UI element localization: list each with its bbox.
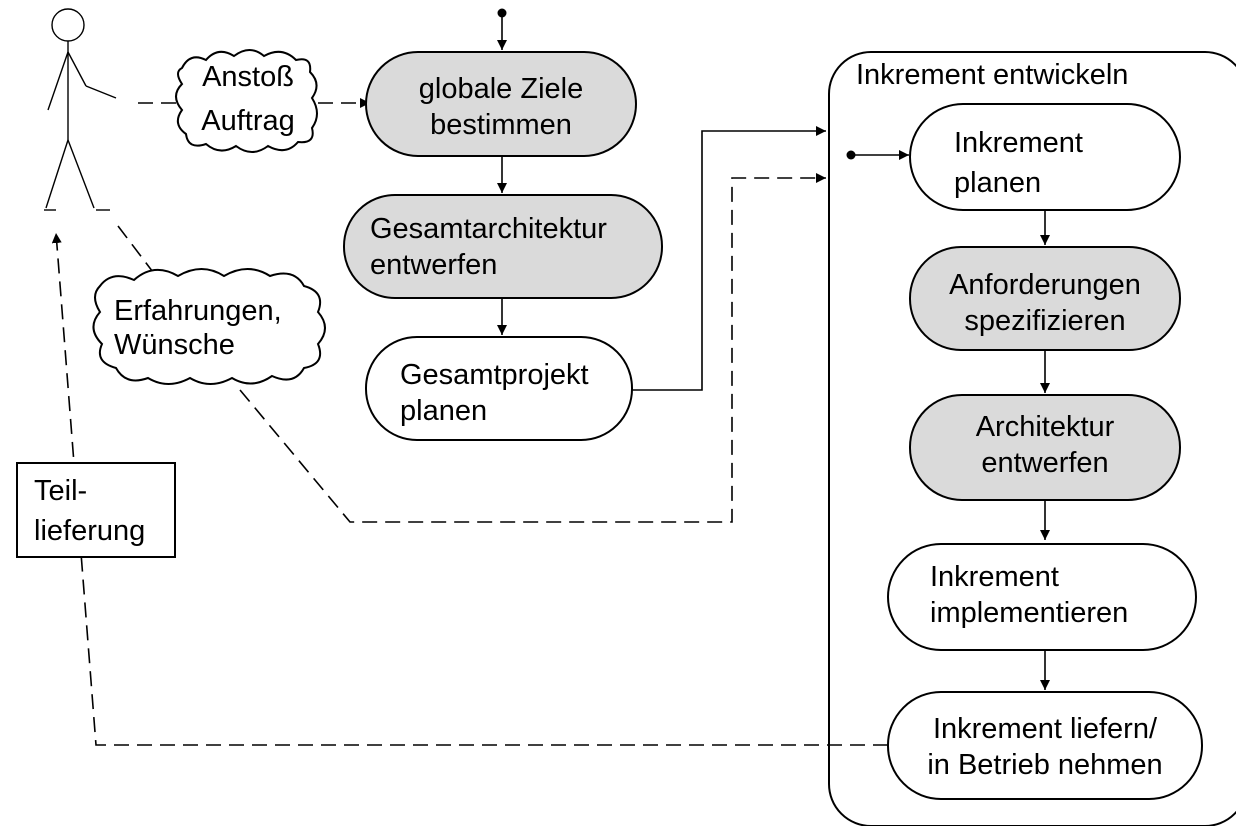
- svg-text:implementieren: implementieren: [930, 597, 1128, 629]
- connectors: [51, 16, 1050, 746]
- svg-text:Teil-: Teil-: [34, 475, 87, 507]
- activity-shape: [909, 246, 1181, 351]
- svg-text:Inkrement: Inkrement: [930, 561, 1059, 593]
- svg-text:Auftrag: Auftrag: [201, 105, 295, 137]
- svg-text:Architektur: Architektur: [976, 411, 1115, 443]
- svg-text:planen: planen: [400, 395, 487, 427]
- activity-gesamtprojekt: Gesamtprojekt planen: [365, 336, 633, 441]
- activity-shape: [365, 336, 633, 441]
- container-title: Inkrement entwickeln: [856, 59, 1128, 91]
- svg-text:entwerfen: entwerfen: [370, 249, 497, 281]
- svg-text:Wünsche: Wünsche: [114, 329, 235, 361]
- initial-node: [497, 8, 507, 18]
- svg-text:Inkrement: Inkrement: [954, 127, 1083, 159]
- svg-text:Gesamtarchitektur: Gesamtarchitektur: [370, 213, 607, 245]
- svg-text:lieferung: lieferung: [34, 515, 145, 547]
- activity-inkrement-liefern: Inkrement liefern/ in Betrieb nehmen: [887, 691, 1203, 800]
- inner-initial-node: [846, 150, 856, 160]
- flow-liefern-to-actor: [51, 232, 888, 746]
- activity-shape: [343, 194, 663, 299]
- activity-shape: [909, 103, 1181, 211]
- activity-inkrement-planen: Inkrement planen: [909, 103, 1181, 211]
- activity-globale-ziele: globale Ziele bestimmen: [365, 51, 637, 157]
- note-anstoss-auftrag: Anstoß Auftrag: [175, 49, 318, 153]
- svg-text:planen: planen: [954, 167, 1041, 199]
- activity-shape: [909, 394, 1181, 501]
- svg-text:Gesamtprojekt: Gesamtprojekt: [400, 359, 589, 391]
- note-teillieferung: Teil- lieferung: [16, 462, 176, 558]
- svg-text:Inkrement liefern/: Inkrement liefern/: [933, 713, 1158, 745]
- stick-figure-icon: [44, 8, 117, 211]
- activity-architektur: Architektur entwerfen: [909, 394, 1181, 501]
- activity-anforderungen: Anforderungen spezifizieren: [909, 246, 1181, 351]
- activity-gesamtarchitektur: Gesamtarchitektur entwerfen: [343, 194, 663, 299]
- svg-text:entwerfen: entwerfen: [981, 447, 1108, 479]
- svg-text:Erfahrungen,: Erfahrungen,: [114, 295, 282, 327]
- activity-inkrement-implementieren: Inkrement implementieren: [887, 543, 1197, 651]
- svg-text:in Betrieb nehmen: in Betrieb nehmen: [927, 749, 1162, 781]
- flow-wuensche-to-container: [239, 173, 826, 523]
- flow-projekt-to-container: [632, 126, 826, 391]
- svg-text:spezifizieren: spezifizieren: [964, 305, 1125, 337]
- activity-shape: [887, 691, 1203, 800]
- svg-text:Anforderungen: Anforderungen: [949, 269, 1141, 301]
- svg-text:globale Ziele: globale Ziele: [419, 73, 583, 105]
- activity-shape: [887, 543, 1197, 651]
- svg-text:Anstoß: Anstoß: [202, 61, 294, 93]
- activity-shape: [365, 51, 637, 157]
- note-erfahrungen-wuensche: Erfahrungen, Wünsche: [92, 268, 326, 385]
- svg-text:bestimmen: bestimmen: [430, 109, 572, 141]
